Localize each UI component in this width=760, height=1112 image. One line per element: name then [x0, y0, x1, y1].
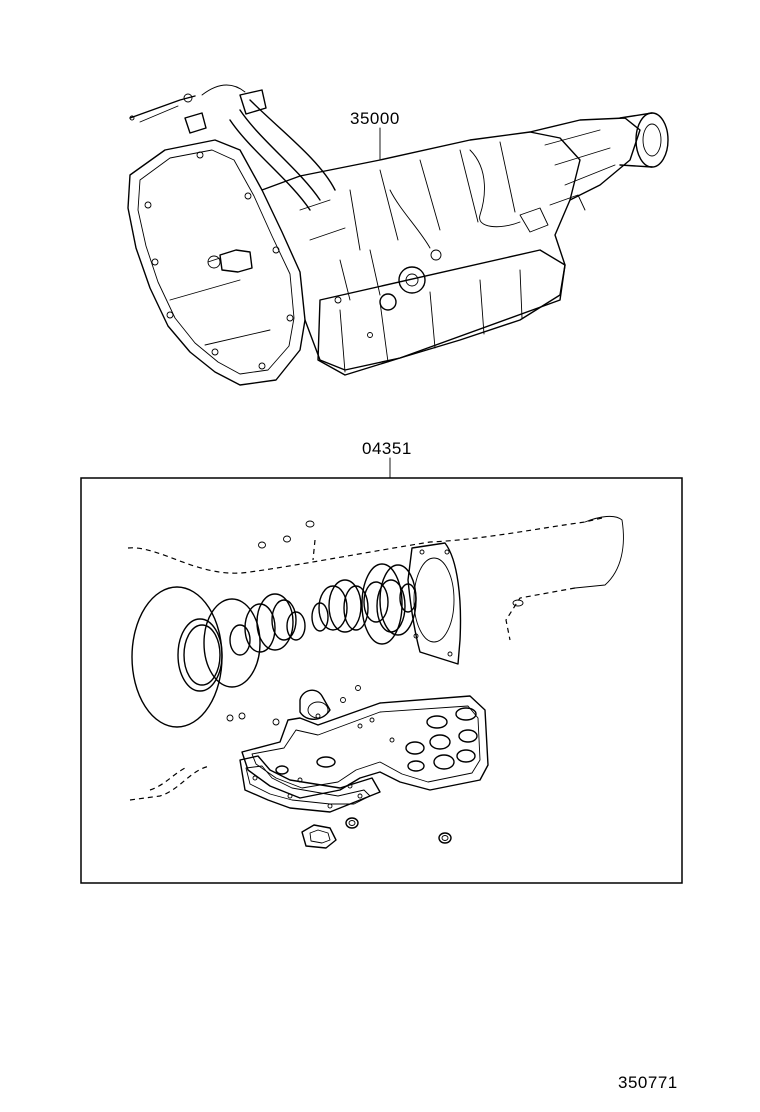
transmission-assembly-drawing	[127, 84, 669, 386]
part-number-35000: 35000	[350, 109, 400, 128]
part-number-04351: 04351	[362, 439, 412, 458]
figure-number: 350771	[618, 1073, 678, 1092]
gasket-kit-drawing	[127, 515, 624, 849]
gasket-kit-frame	[80, 477, 683, 884]
